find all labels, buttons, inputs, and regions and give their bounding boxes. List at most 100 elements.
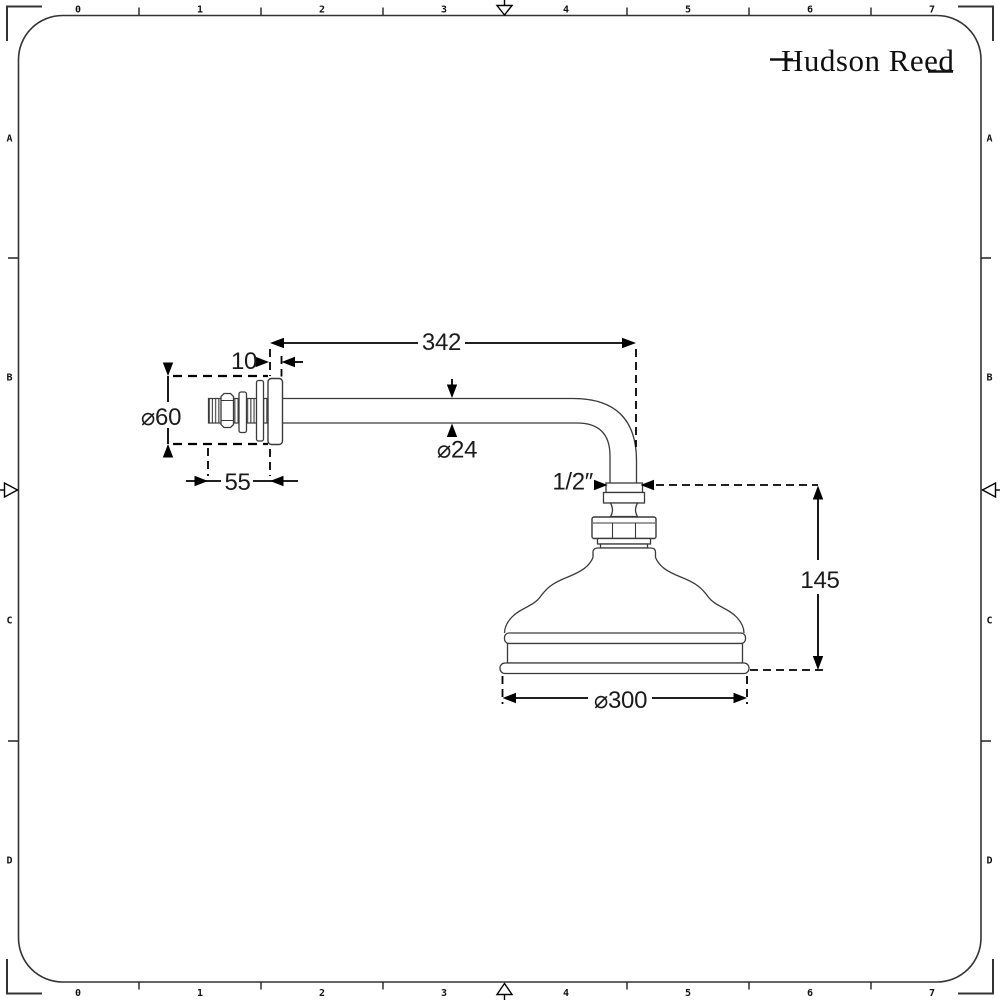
dimension-arrow-top	[446, 384, 458, 398]
wall-dashed-outline	[173, 374, 268, 446]
center-marker-top	[495, 0, 514, 17]
wall-mount-fitting	[173, 374, 284, 446]
dimension-arrow-right	[733, 692, 747, 704]
dimension-arrow-right	[281, 356, 295, 368]
dimension-arrow-left	[594, 479, 608, 491]
dimension-arrow-bottom	[446, 423, 458, 437]
ruler-letter: C	[986, 616, 992, 627]
lock-flange-large	[255, 379, 265, 442]
ruler-number: 3	[441, 5, 447, 16]
dimension-label-arm-length: 342	[422, 329, 461, 356]
corner-bracket-bottom-right	[958, 959, 994, 995]
dimension-arrow-top	[162, 362, 174, 376]
ruler-letter: B	[6, 373, 12, 384]
wall-plate	[267, 377, 284, 446]
rim-upper-band	[503, 632, 747, 645]
dimension-label-plate-thickness: 10	[231, 348, 257, 375]
ruler-number: 2	[319, 988, 325, 999]
arm-inner-profile	[282, 422, 611, 483]
lock-flange-small	[238, 391, 248, 434]
center-marker-left	[0, 481, 19, 499]
dimension-arrow-left	[502, 692, 516, 704]
connector-shoulder	[602, 491, 646, 504]
ruler-top: 0 1 2 3 4 5 6 7	[75, 0, 935, 17]
dimension-arrow-right	[270, 475, 284, 487]
coupling-nut-facets	[593, 522, 655, 539]
corner-bracket-top-left	[6, 5, 42, 41]
ruler-number: 7	[929, 5, 935, 16]
arm-outer-profile	[282, 397, 638, 483]
logo-text: Hudson Reed	[781, 43, 954, 78]
ruler-number: 4	[563, 988, 569, 999]
ruler-left: A B C D	[0, 134, 19, 867]
bell-profile-left	[503, 557, 594, 634]
ruler-letter: D	[6, 856, 12, 867]
dimension-label-plate-diameter: ⌀60	[141, 404, 181, 431]
ruler-letter: A	[6, 134, 12, 145]
ruler-number: 1	[197, 5, 203, 16]
ruler-right: A B C D	[981, 134, 1000, 867]
dimension-pipe-diameter: ⌀24	[437, 379, 477, 464]
border-frame	[6, 5, 994, 995]
ruler-number: 6	[807, 988, 813, 999]
dimension-label-thread-size: 1/2″	[552, 469, 593, 496]
ruler-number: 1	[197, 988, 203, 999]
ruler-number: 3	[441, 988, 447, 999]
coupling-nut	[591, 516, 657, 540]
dimension-arrow-left	[194, 475, 208, 487]
dimension-label-head-diameter: ⌀300	[594, 687, 647, 714]
dimension-label-head-height: 145	[800, 567, 839, 594]
ruler-bottom: 0 1 2 3 4 5 6 7	[75, 982, 935, 1000]
corner-bracket-bottom-left	[6, 959, 42, 995]
center-marker-bottom	[495, 982, 514, 1000]
ruler-ticks-left	[8, 257, 18, 742]
ruler-number: 6	[807, 5, 813, 16]
rim-skirt	[506, 642, 744, 664]
dimension-arrow-left	[270, 337, 284, 349]
ruler-letter: A	[986, 134, 992, 145]
ruler-number: 2	[319, 5, 325, 16]
dimension-head-height: 145	[656, 484, 840, 671]
thread-connector	[605, 482, 644, 494]
dimension-plate-thickness: 10	[231, 348, 303, 377]
dimension-label-pipe-diameter: ⌀24	[437, 437, 477, 464]
dimension-arrow-bottom	[812, 656, 824, 670]
ruler-ticks-right	[981, 257, 991, 742]
brand-logo: Hudson Reed	[770, 43, 954, 78]
dimension-thread-size: 1/2″	[552, 469, 654, 496]
ruler-number: 5	[685, 988, 691, 999]
ruler-number: 5	[685, 5, 691, 16]
dimension-plate-diameter: ⌀60	[141, 362, 181, 458]
ruler-ticks-bottom	[138, 982, 872, 990]
head-connector	[591, 482, 657, 549]
center-marker-right	[981, 481, 1000, 499]
ruler-letter: C	[6, 616, 12, 627]
ruler-ticks-top	[138, 7, 872, 15]
ruler-number: 7	[929, 988, 935, 999]
connector-spool-neck	[609, 502, 639, 518]
frame-rounded-border	[17, 14, 982, 983]
dimension-arrow-left	[255, 356, 269, 368]
dimension-wall-fitting: 55	[186, 448, 298, 496]
ruler-number: 0	[75, 988, 81, 999]
dimension-arm-length: 342	[269, 329, 637, 447]
shower-head	[499, 547, 750, 675]
corner-brackets	[6, 5, 994, 995]
hex-collar	[220, 392, 235, 429]
shower-arm	[282, 397, 638, 483]
dimension-arrow-right	[640, 479, 654, 491]
nut-lower-band	[596, 537, 652, 545]
ruler-letter: B	[986, 373, 992, 384]
head-top-cap	[592, 547, 657, 558]
corner-bracket-top-right	[958, 5, 994, 41]
dimension-label-wall-fitting: 55	[224, 469, 250, 496]
dimension-arrow-right	[622, 337, 636, 349]
rim-bottom-lip	[499, 662, 750, 675]
ruler-letter: D	[986, 856, 992, 867]
dimension-arrow-top	[812, 485, 824, 500]
dimension-arrow-bottom	[162, 444, 174, 458]
bell-profile-right	[654, 557, 745, 634]
ruler-number: 4	[563, 5, 569, 16]
